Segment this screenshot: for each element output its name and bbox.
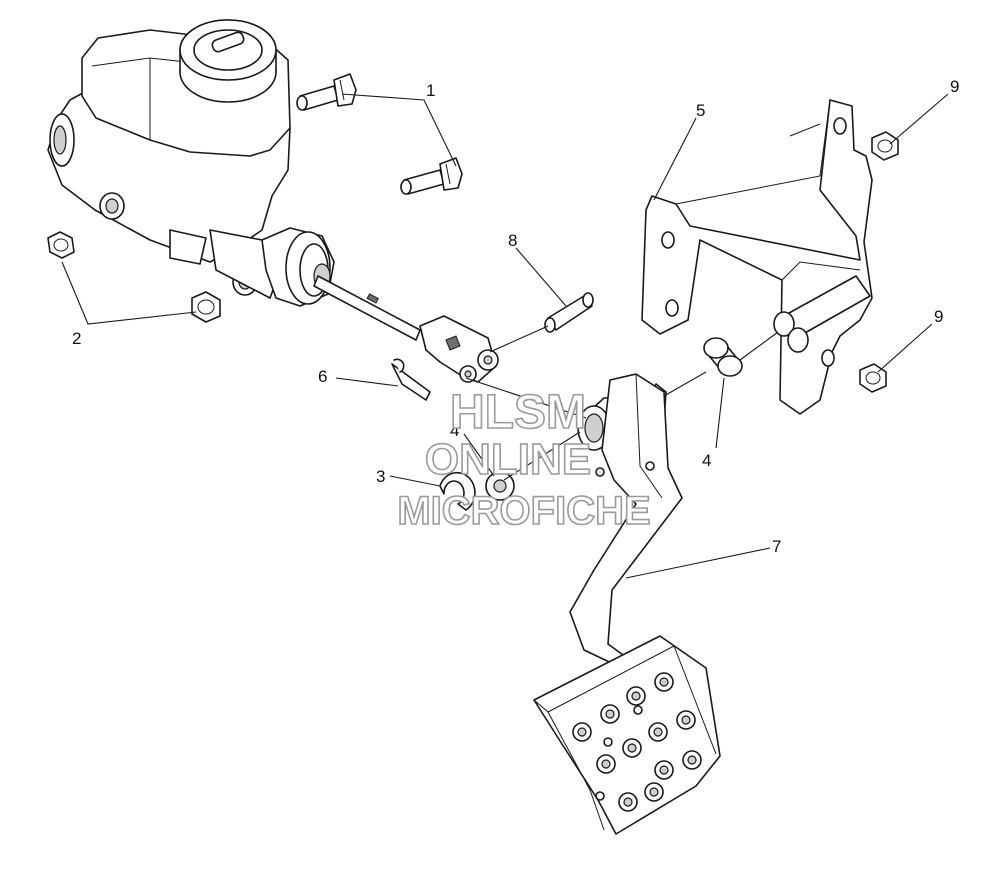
callout-5: 5 xyxy=(696,101,705,120)
callout-6: 6 xyxy=(318,367,327,386)
callout-8: 8 xyxy=(508,231,517,250)
assembly-lines xyxy=(465,325,779,481)
bushing-right xyxy=(703,337,743,377)
callout-leaders xyxy=(61,93,949,579)
retaining-clip xyxy=(439,471,476,511)
pad-grip-studs xyxy=(572,672,702,812)
clevis-pin xyxy=(544,292,594,333)
bushing-left xyxy=(485,471,515,501)
callout-3: 3 xyxy=(376,467,385,486)
callout-4-left: 4 xyxy=(450,421,459,440)
callout-7: 7 xyxy=(772,537,781,556)
bolt-upper xyxy=(296,73,357,111)
bolt-lower xyxy=(400,157,463,195)
master-cylinder xyxy=(47,19,499,383)
nut-right-upper xyxy=(871,131,899,161)
callout-9-upper: 9 xyxy=(950,77,959,96)
callout-4-right: 4 xyxy=(702,451,711,470)
clutch-pedal xyxy=(533,373,721,835)
watermark-line-1: HLSM xyxy=(450,386,586,439)
nut-left-upper xyxy=(47,231,75,259)
callout-numbers: 1 2 3 4 4 5 6 7 8 9 9 xyxy=(72,77,959,556)
watermark-line-3: MICROFICHE xyxy=(397,489,650,533)
nut-left-lower xyxy=(191,291,221,323)
callout-2: 2 xyxy=(72,329,81,348)
cotter-pin xyxy=(391,358,431,401)
callout-9-lower: 9 xyxy=(934,307,943,326)
watermark-line-2: ONLINE xyxy=(425,435,591,484)
callout-1: 1 xyxy=(426,81,435,100)
pedal-bracket xyxy=(641,99,873,415)
watermark: HLSM ONLINE MICROFICHE xyxy=(397,385,652,534)
